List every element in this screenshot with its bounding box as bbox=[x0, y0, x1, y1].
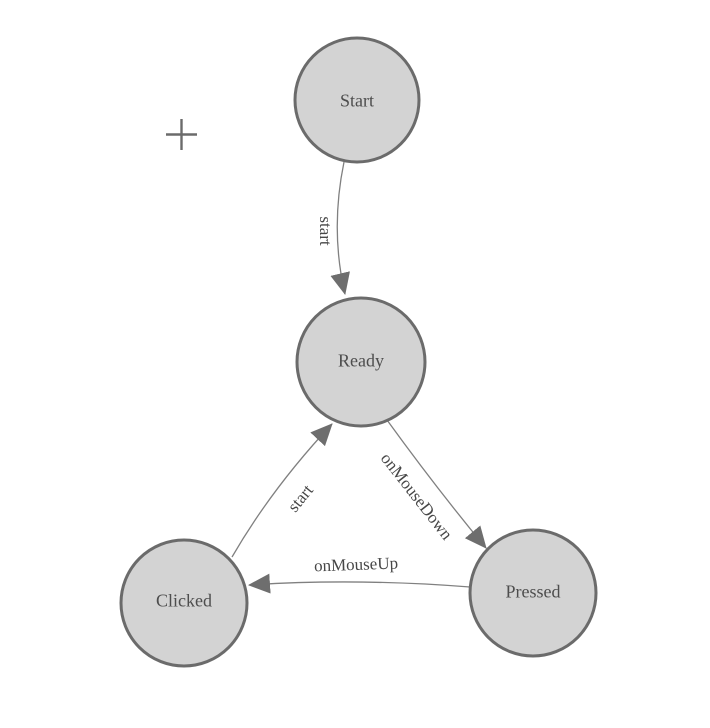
edge-clicked-to-ready[interactable] bbox=[231, 423, 333, 558]
node-pressed-label: Pressed bbox=[506, 581, 561, 601]
edge-ready-to-pressed[interactable] bbox=[386, 419, 487, 549]
node-ready-circle[interactable] bbox=[295, 296, 427, 428]
node-clicked-label: Clicked bbox=[156, 590, 212, 610]
node-start-label: Start bbox=[340, 90, 374, 110]
edge-label-pressed-to-clicked: onMouseUp bbox=[314, 553, 399, 575]
node-pressed[interactable]: Pressed bbox=[468, 528, 598, 658]
node-clicked[interactable]: Clicked bbox=[119, 538, 249, 668]
node-ready-label: Ready bbox=[338, 350, 384, 370]
edge-label-clicked-to-ready: start bbox=[284, 481, 317, 516]
edge-start-to-ready[interactable] bbox=[330, 161, 350, 295]
edge-label-start-to-ready: start bbox=[316, 216, 335, 246]
node-clicked-circle[interactable] bbox=[119, 538, 249, 668]
edge-pressed-to-clicked[interactable] bbox=[248, 573, 471, 594]
node-start-circle[interactable] bbox=[293, 36, 421, 164]
crosshair-cursor-icon bbox=[166, 119, 197, 150]
node-start[interactable]: Start bbox=[293, 36, 421, 164]
node-pressed-circle[interactable] bbox=[468, 528, 598, 658]
node-ready[interactable]: Ready bbox=[295, 296, 427, 428]
